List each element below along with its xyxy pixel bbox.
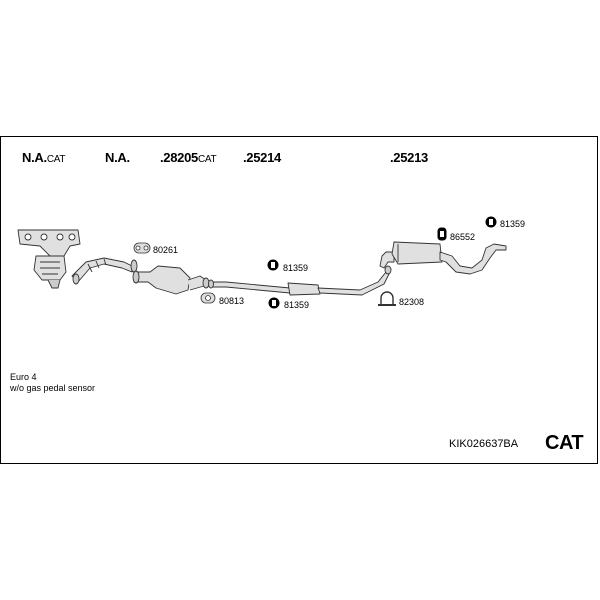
clamp-icon-82308 [378, 291, 396, 306]
header-label-na-cat: N.A.CAT [22, 150, 66, 165]
exhaust-manifold [17, 229, 81, 289]
gasket-icon-80813 [200, 292, 216, 304]
hanger-icon-86552 [437, 227, 447, 241]
header-label-25214: .25214 [243, 150, 281, 165]
part-label-80813: 80813 [219, 296, 245, 306]
hanger-icon-81359-a [267, 259, 279, 271]
part-label-81359-c: 81359 [500, 219, 526, 229]
part-label-81359-b: 81359 [284, 300, 310, 310]
diagram-frame [0, 136, 598, 464]
front-pipe [71, 257, 138, 285]
header-label-25213: .25213 [390, 150, 428, 165]
kit-code: KIK026637BA [449, 438, 519, 450]
note-sensor: w/o gas pedal sensor [10, 383, 96, 393]
header-label-28205-cat: .28205CAT [160, 150, 217, 165]
catalytic-converter [132, 265, 210, 295]
part-label-80261: 80261 [153, 245, 179, 255]
middle-silencer [208, 265, 392, 296]
part-label-81359-a: 81359 [283, 263, 309, 273]
part-label-86552: 86552 [450, 232, 476, 242]
hanger-icon-81359-b [268, 297, 280, 309]
gasket-icon-80261 [133, 242, 151, 254]
rear-silencer [379, 241, 507, 275]
hanger-icon-81359-c [485, 216, 497, 228]
type-label: CAT [545, 432, 584, 454]
part-label-82308: 82308 [399, 297, 425, 307]
note-euro: Euro 4 [10, 372, 37, 382]
header-label-na: N.A. [105, 150, 130, 165]
